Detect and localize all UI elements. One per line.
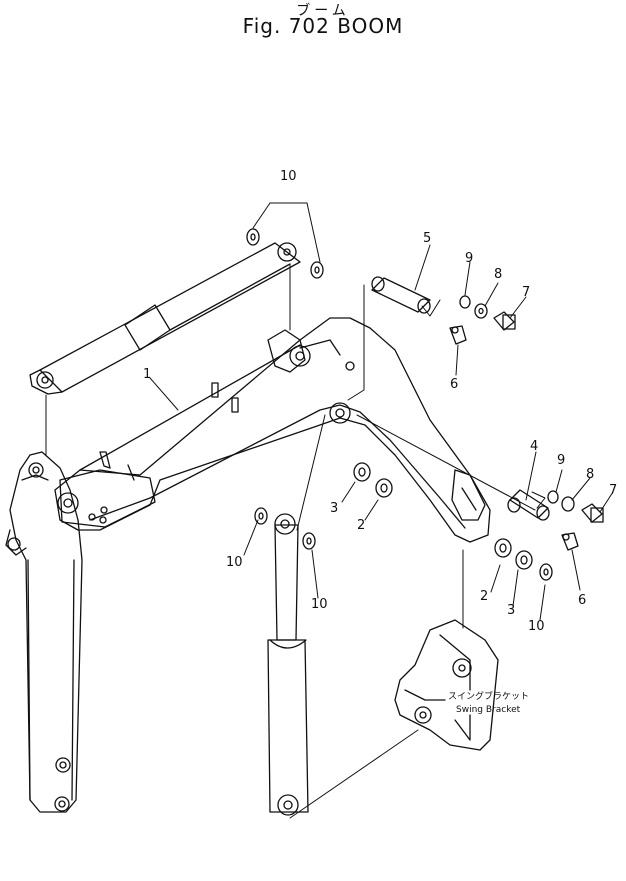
- callout-8: 8: [586, 467, 594, 482]
- callout-9: 9: [557, 453, 565, 468]
- arm: [5, 451, 83, 813]
- callout-3: 3: [330, 501, 338, 516]
- leader-lines: [45, 202, 614, 819]
- swing-bracket: [394, 619, 499, 751]
- swing-bracket-label: スイングブラケット Swing Bracket: [448, 690, 529, 715]
- callout-10: 10: [311, 597, 328, 612]
- title-japanese: ブーム: [296, 3, 350, 19]
- callout-3: 3: [507, 603, 515, 618]
- callout-6: 6: [578, 593, 586, 608]
- boom-cylinder-lower: [267, 513, 309, 816]
- callout-10: 10: [226, 555, 243, 570]
- callout-1: 1: [143, 367, 151, 382]
- swing-bracket-label-en: Swing Bracket: [456, 705, 521, 715]
- callouts: 10 1 5 9 8 7 6 4 9 8 7 3 2 10 10 2 3 10 …: [143, 169, 617, 634]
- callout-10: 10: [528, 619, 545, 634]
- swing-bracket-label-jp: スイングブラケット: [448, 690, 529, 702]
- callout-7: 7: [609, 483, 617, 498]
- callout-6: 6: [450, 377, 458, 392]
- callout-4: 4: [530, 439, 538, 454]
- small-parts: [246, 228, 604, 581]
- callout-7: 7: [522, 285, 530, 300]
- callout-2: 2: [357, 518, 365, 533]
- callout-9: 9: [465, 251, 473, 266]
- callout-10: 10: [280, 169, 297, 184]
- boom-cylinder-upper: [29, 242, 301, 395]
- callout-2: 2: [480, 589, 488, 604]
- boom: [54, 317, 491, 543]
- figure-title: Fig. 702 BOOM: [242, 14, 404, 38]
- callout-5: 5: [423, 231, 431, 246]
- callout-8: 8: [494, 267, 502, 282]
